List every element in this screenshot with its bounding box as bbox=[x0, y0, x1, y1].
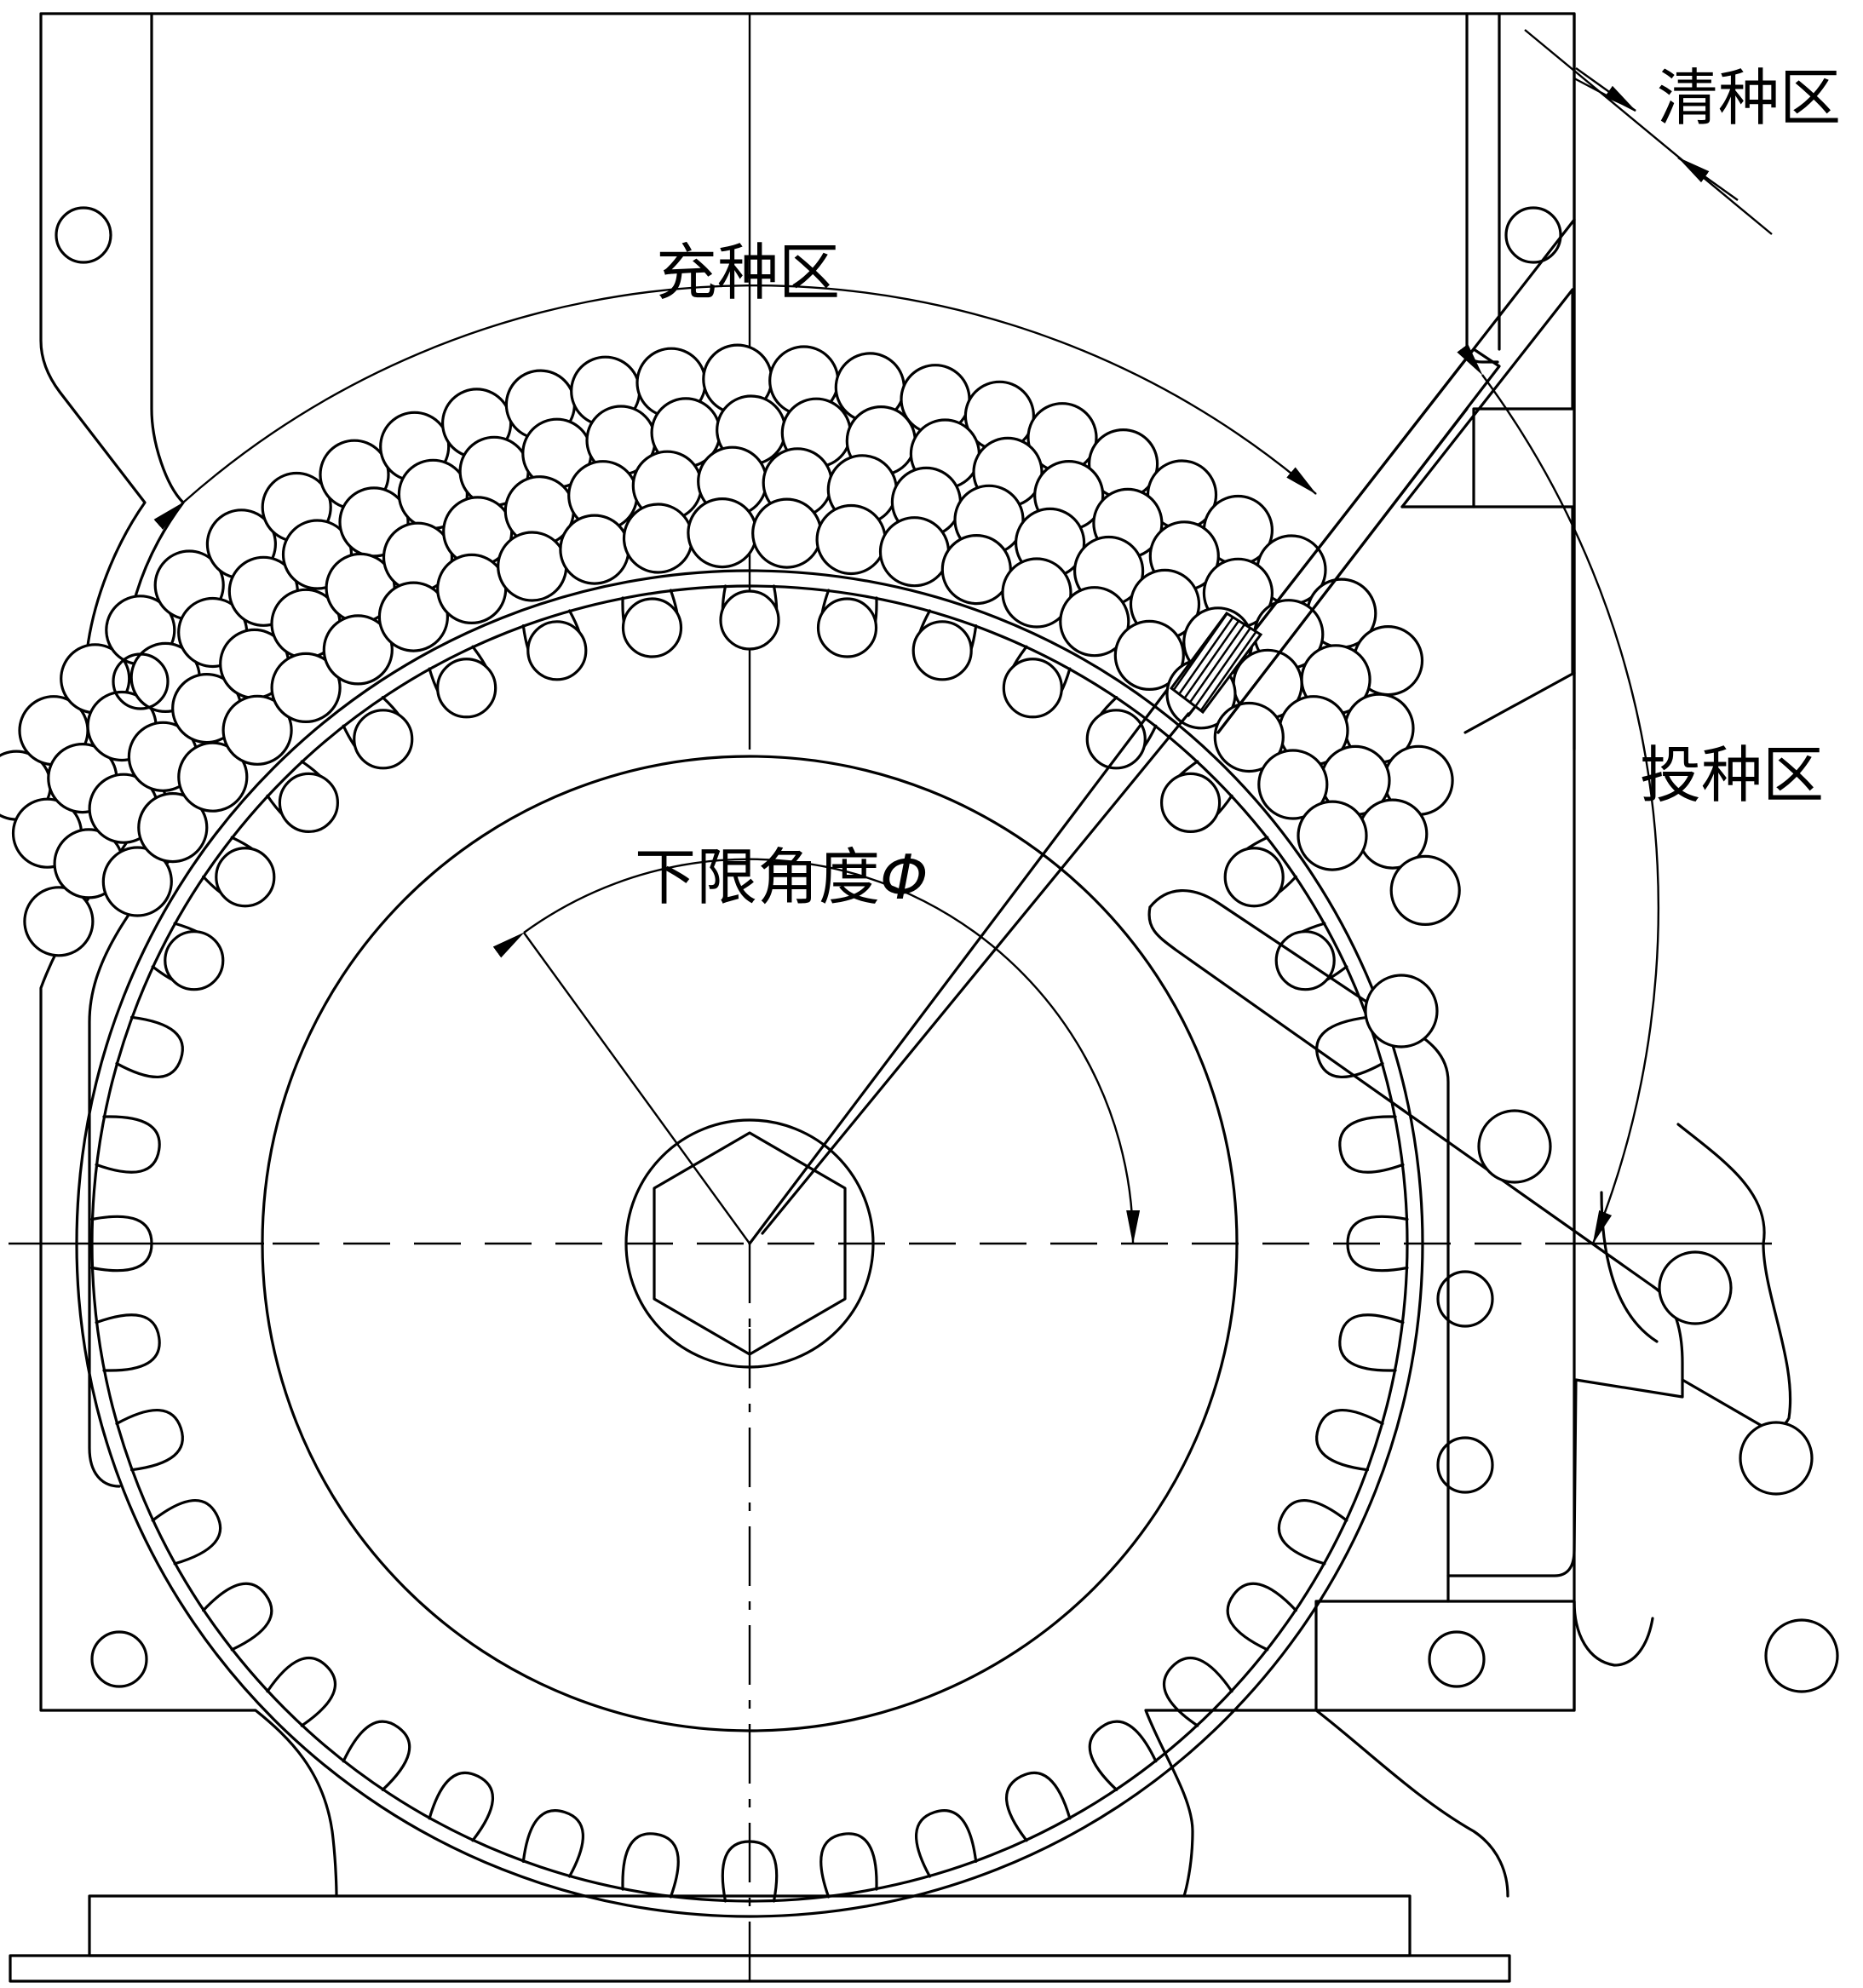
lower-limit-angle-arc bbox=[492, 858, 1141, 1244]
bulk-seed bbox=[815, 503, 887, 576]
phi-symbol: Φ bbox=[880, 842, 929, 913]
zone-dimensions bbox=[153, 29, 1773, 1244]
seeding-zone-label: 投种区 bbox=[1640, 739, 1824, 811]
cell-seed bbox=[719, 589, 780, 651]
disc-inner-rim bbox=[90, 584, 1409, 1903]
seed-cell bbox=[1315, 1408, 1384, 1472]
bulk-seed bbox=[687, 497, 758, 569]
cell-seed bbox=[1160, 772, 1222, 833]
bulk-seed bbox=[101, 846, 173, 917]
housing-frame bbox=[9, 12, 1576, 1983]
seed-cell bbox=[95, 1115, 161, 1174]
seed-cell bbox=[428, 1771, 495, 1842]
bulk-seed bbox=[1297, 800, 1368, 871]
filling-zone-label: 充种区 bbox=[656, 237, 840, 308]
bulk-seed bbox=[1059, 586, 1130, 658]
bulk-seed bbox=[270, 652, 342, 724]
seed-cell bbox=[1338, 1115, 1405, 1174]
lower-limit-text: 下限角度 bbox=[635, 842, 880, 913]
seed-cell bbox=[90, 1215, 153, 1273]
seed-cell bbox=[914, 1809, 978, 1878]
cell-seed bbox=[436, 658, 497, 719]
seed-cell bbox=[342, 1720, 411, 1791]
seed-cell bbox=[202, 1582, 273, 1652]
cell-seed bbox=[911, 620, 973, 681]
cell-seed bbox=[526, 620, 588, 681]
housing-right-lower bbox=[1314, 1600, 1576, 1898]
bulk-seed bbox=[221, 694, 293, 766]
cell-seed bbox=[215, 847, 276, 908]
center-lines bbox=[9, 14, 1772, 1981]
seed-cell bbox=[621, 1832, 680, 1899]
bulk-seed bbox=[23, 886, 95, 957]
lower-limit-angle-label: 下限角度Φ bbox=[635, 842, 929, 913]
bulk-seed bbox=[322, 614, 394, 686]
seed-cell bbox=[1277, 1498, 1348, 1566]
seed-cell bbox=[1346, 1215, 1409, 1273]
seed-cell bbox=[115, 1015, 184, 1079]
bulk-seed bbox=[1001, 557, 1072, 629]
bulk-seed bbox=[436, 553, 508, 625]
seeding-zone-arc bbox=[1457, 343, 1660, 1244]
seed-cell bbox=[266, 1656, 337, 1727]
bulk-seed bbox=[497, 531, 568, 602]
discharged-seeds bbox=[1364, 974, 1839, 1693]
bulk-seed bbox=[137, 791, 209, 864]
cell-seed bbox=[1085, 709, 1147, 770]
bulk-seed bbox=[751, 497, 823, 569]
cell-seed bbox=[278, 772, 339, 833]
bulk-seed bbox=[1113, 619, 1185, 692]
seed-cell bbox=[721, 1840, 779, 1903]
cleaning-zone-dim bbox=[1575, 67, 1636, 112]
brush-pad bbox=[1169, 611, 1263, 715]
bulk-seed bbox=[622, 503, 694, 574]
labels: 清种区 充种区 投种区 下限角度Φ bbox=[635, 62, 1841, 913]
bolt-holes bbox=[55, 206, 1562, 1688]
seed-cell bbox=[1088, 1720, 1158, 1791]
seed-cell bbox=[115, 1408, 184, 1472]
cell-seed bbox=[164, 930, 225, 991]
bulk-seed bbox=[1213, 701, 1285, 773]
seed-cell bbox=[1162, 1656, 1233, 1727]
seed-cells bbox=[90, 584, 1409, 1903]
seed-cell bbox=[1226, 1582, 1297, 1652]
seed-cell bbox=[521, 1809, 585, 1878]
seed-cell bbox=[1338, 1313, 1405, 1372]
seed-cell bbox=[151, 1498, 222, 1566]
bulk-seed bbox=[878, 516, 951, 588]
disc-outer-rim bbox=[75, 569, 1424, 1918]
bulk-seed bbox=[1257, 749, 1329, 820]
cell-seed bbox=[816, 597, 878, 658]
cell-seed bbox=[1002, 658, 1063, 719]
bulk-seed bbox=[559, 514, 630, 585]
seed-cell bbox=[95, 1313, 161, 1372]
filling-zone-arc bbox=[153, 284, 1317, 530]
bulk-seed bbox=[1389, 854, 1461, 927]
hopper-right-wall bbox=[1465, 12, 1499, 364]
cell-seed bbox=[353, 709, 414, 770]
cell-seed bbox=[621, 597, 683, 658]
cell-seed bbox=[1223, 847, 1285, 908]
base-plate bbox=[9, 1954, 1511, 1983]
seed-cell bbox=[819, 1832, 878, 1899]
cleaning-zone-label: 清种区 bbox=[1657, 62, 1841, 134]
disc-hub-circle bbox=[261, 755, 1239, 1732]
bulk-seed bbox=[940, 533, 1012, 606]
seed-cell bbox=[1004, 1771, 1072, 1842]
bulk-seed bbox=[377, 581, 449, 652]
bulk-seed bbox=[177, 741, 249, 813]
